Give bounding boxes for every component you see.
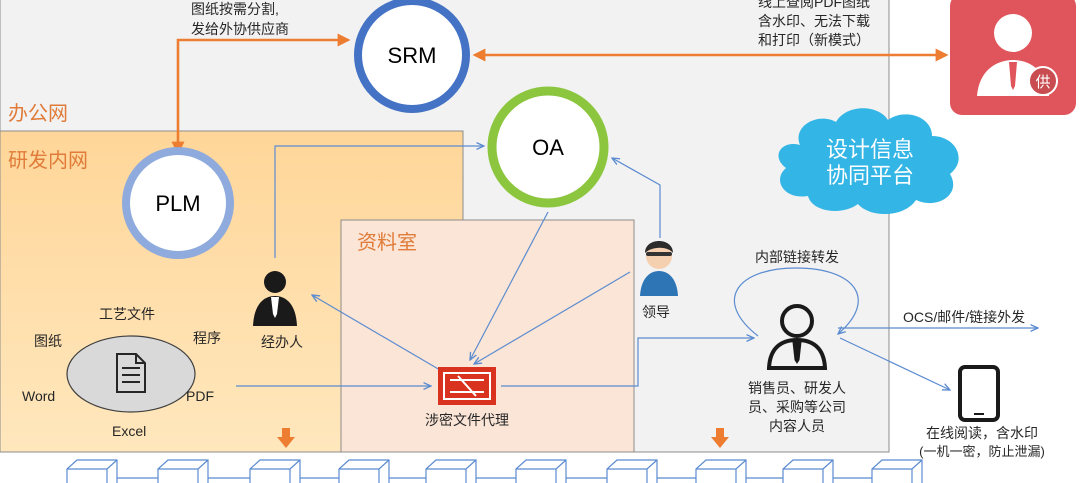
- storage-box-2: [157, 459, 209, 483]
- file-word-label: Word: [22, 388, 55, 404]
- file-excel-label: Excel: [112, 423, 146, 439]
- internal-forward-label: 内部链接转发: [755, 249, 839, 265]
- online-note-line1: 线上查阅PDF图纸: [758, 0, 870, 10]
- proxy-to-staff-line: [501, 338, 754, 387]
- tablet-label-line2: (一机一密，防止泄漏): [919, 444, 1045, 459]
- down-arrow-left: [277, 428, 295, 448]
- archive-room-label: 资料室: [357, 231, 417, 254]
- file-drawing-label: 图纸: [34, 333, 62, 349]
- handler-label: 经办人: [261, 334, 303, 350]
- supplier-box[interactable]: 供: [950, 0, 1076, 115]
- internal-forward-loop: [734, 267, 859, 337]
- storage-box-4: [338, 459, 390, 483]
- split-note-line2: 发给外协供应商: [191, 21, 289, 37]
- leader-person-icon: [640, 241, 678, 296]
- archive-room-zone: [340, 219, 635, 453]
- split-note-line1: 图纸按需分割,: [191, 1, 279, 17]
- collaboration-cloud: 设计信息 协同平台: [778, 108, 959, 215]
- leader-to-oa-line: [612, 158, 661, 238]
- staff-label-line2: 员、采购等公司: [748, 399, 846, 415]
- online-note-line2: 含水印、无法下载: [758, 13, 870, 29]
- supplier-badge: [1028, 66, 1058, 96]
- staff-person-icon: [766, 304, 828, 370]
- down-arrow-markers: [277, 428, 729, 448]
- storage-box-6: [515, 459, 567, 483]
- leader-label: 领导: [642, 304, 670, 320]
- online-note-line3: 和打印（新模式）: [758, 32, 870, 48]
- supplier-badge-text: 供: [1035, 74, 1050, 91]
- staff-label-line3: 内容人员: [769, 418, 825, 434]
- staff-label-line1: 销售员、研发人: [748, 380, 846, 396]
- document-icon: [116, 353, 146, 393]
- storage-box-10: [871, 459, 923, 483]
- orange-arrows: [171, 33, 949, 155]
- storage-box-8: [695, 459, 747, 483]
- handler-person-icon: [253, 271, 297, 326]
- leader-to-proxy-line: [474, 271, 631, 364]
- file-types-group: 图纸 工艺文件 程序 Word PDF Excel: [22, 306, 221, 439]
- file-process-label: 工艺文件: [99, 306, 155, 322]
- office-network-label: 办公网: [8, 102, 68, 125]
- storage-box-5: [425, 459, 477, 483]
- storage-box-3: [249, 459, 301, 483]
- plm-node[interactable]: PLM: [122, 147, 234, 259]
- plm-to-srm-arrow: [171, 33, 351, 155]
- storage-box-1: [66, 459, 118, 483]
- plm-label: PLM: [155, 191, 200, 216]
- cloud-text-line1: 设计信息: [826, 137, 914, 162]
- proxy-icon[interactable]: [438, 367, 496, 405]
- file-program-label: 程序: [193, 330, 221, 346]
- file-pdf-label: PDF: [186, 388, 214, 404]
- proxy-to-handler-line: [312, 295, 441, 371]
- storage-box-7: [606, 459, 658, 483]
- srm-node[interactable]: SRM: [354, 0, 470, 113]
- storage-box-9: [782, 459, 834, 483]
- srm-label: SRM: [388, 43, 437, 68]
- tablet-label-line1: 在线阅读，含水印: [926, 425, 1038, 441]
- tablet-icon: [958, 365, 1000, 422]
- oa-node[interactable]: OA: [487, 86, 609, 208]
- rd-network-label: 研发内网: [8, 149, 88, 172]
- storage-chain: [66, 459, 923, 483]
- proxy-label: 涉密文件代理: [425, 412, 509, 428]
- oa-to-proxy-line: [470, 211, 549, 360]
- cloud-text-line2: 协同平台: [826, 163, 914, 188]
- oa-label: OA: [532, 135, 564, 160]
- down-arrow-right: [711, 428, 729, 448]
- external-forward-label: OCS/邮件/链接外发: [903, 309, 1025, 325]
- staff-to-tablet-line: [839, 337, 950, 390]
